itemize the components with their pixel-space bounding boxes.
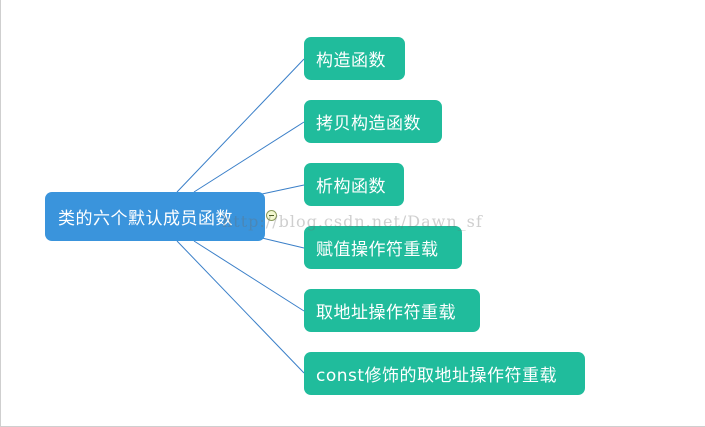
child-topic-label: 析构函数 bbox=[316, 177, 386, 197]
watermark-text: http://blog.csdn.net/Dawn_sf bbox=[222, 212, 483, 231]
child-topic-label: 赋值操作符重载 bbox=[316, 240, 439, 260]
child-topic-copy-constructor[interactable]: 拷贝构造函数 bbox=[304, 100, 442, 143]
root-topic-label: 类的六个默认成员函数 bbox=[58, 209, 233, 229]
connector-line bbox=[176, 240, 305, 374]
child-topic-destructor[interactable]: 析构函数 bbox=[304, 163, 404, 206]
child-topic-label: 拷贝构造函数 bbox=[316, 114, 421, 134]
connector-line bbox=[261, 237, 305, 249]
child-topic-label: const修饰的取地址操作符重载 bbox=[316, 366, 558, 386]
canvas-left-border bbox=[0, 0, 1, 427]
child-topic-constructor[interactable]: 构造函数 bbox=[304, 37, 405, 80]
child-topic-const-address-operator[interactable]: const修饰的取地址操作符重载 bbox=[304, 352, 585, 395]
child-topic-label: 构造函数 bbox=[316, 51, 386, 71]
connector-line bbox=[176, 58, 305, 193]
connector-line bbox=[261, 184, 305, 195]
collapse-toggle-icon[interactable] bbox=[266, 210, 277, 221]
child-topic-label: 取地址操作符重载 bbox=[316, 303, 456, 323]
child-topic-assignment-operator[interactable]: 赋值操作符重载 bbox=[304, 226, 462, 269]
connector-line bbox=[193, 240, 305, 312]
root-topic[interactable]: 类的六个默认成员函数 bbox=[45, 192, 265, 241]
connector-line bbox=[193, 121, 305, 193]
child-topic-address-operator[interactable]: 取地址操作符重载 bbox=[304, 289, 480, 332]
